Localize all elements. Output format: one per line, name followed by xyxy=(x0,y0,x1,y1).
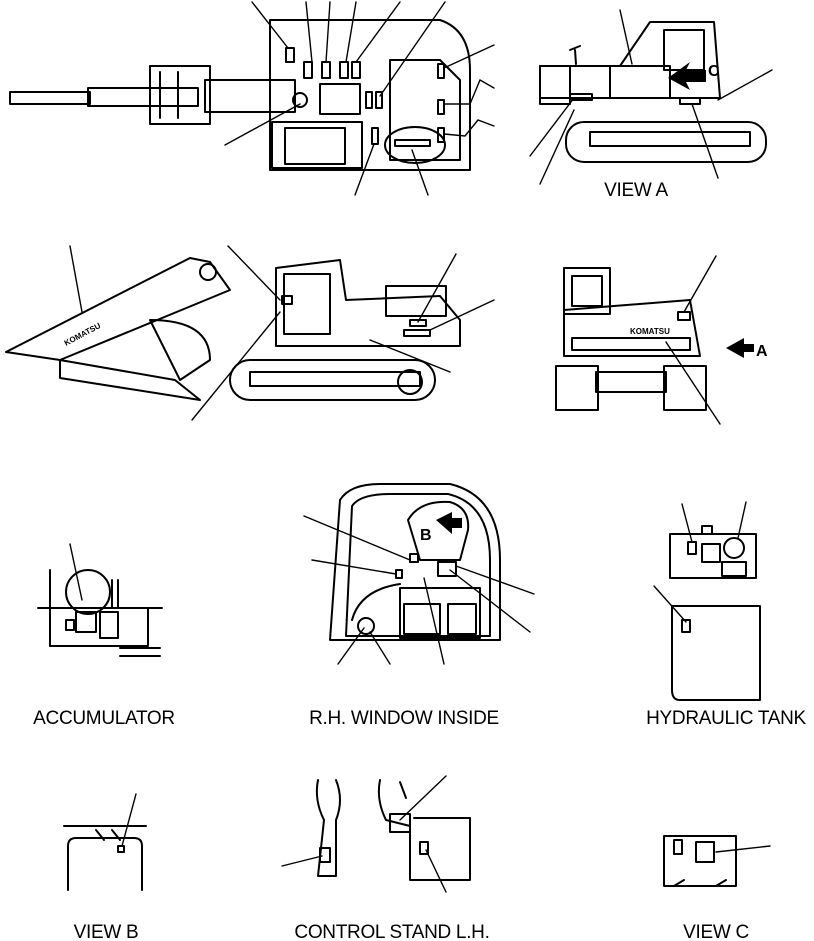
accumulator-drawing xyxy=(37,543,163,657)
arrow-b-icon xyxy=(436,512,462,534)
rh-window-inside-drawing: B xyxy=(303,483,535,665)
view-c-drawing: C xyxy=(663,63,771,887)
hydraulic-tank-drawing xyxy=(653,501,761,701)
arrow-a-icon xyxy=(726,338,754,358)
view-c-marker: C xyxy=(708,63,720,80)
brand-label-rear: KOMATSU xyxy=(630,327,670,336)
caption-hydraulic-tank: HYDRAULIC TANK xyxy=(646,708,806,729)
caption-view-b: VIEW B xyxy=(73,922,139,941)
caption-accumulator: ACCUMULATOR xyxy=(33,708,175,729)
control-stand-lh-drawing xyxy=(281,775,471,893)
side-view-excavator: KOMATSU xyxy=(5,245,495,421)
caption-control-stand-lh: CONTROL STAND L.H. xyxy=(294,922,490,941)
view-b-drawing xyxy=(63,793,147,891)
top-view-excavator xyxy=(9,1,495,196)
view-a-drawing xyxy=(529,9,773,185)
view-a-marker: A xyxy=(756,343,768,360)
caption-rh-window-inside: R.H. WINDOW INSIDE xyxy=(309,708,499,729)
brand-label-boom: KOMATSU xyxy=(63,321,103,348)
arrow-c-icon xyxy=(668,62,706,90)
caption-view-c: VIEW C xyxy=(683,922,749,941)
caption-view-a: VIEW A xyxy=(604,180,668,201)
view-b-marker: B xyxy=(420,527,432,544)
rear-view-excavator: KOMATSU A xyxy=(555,255,768,425)
